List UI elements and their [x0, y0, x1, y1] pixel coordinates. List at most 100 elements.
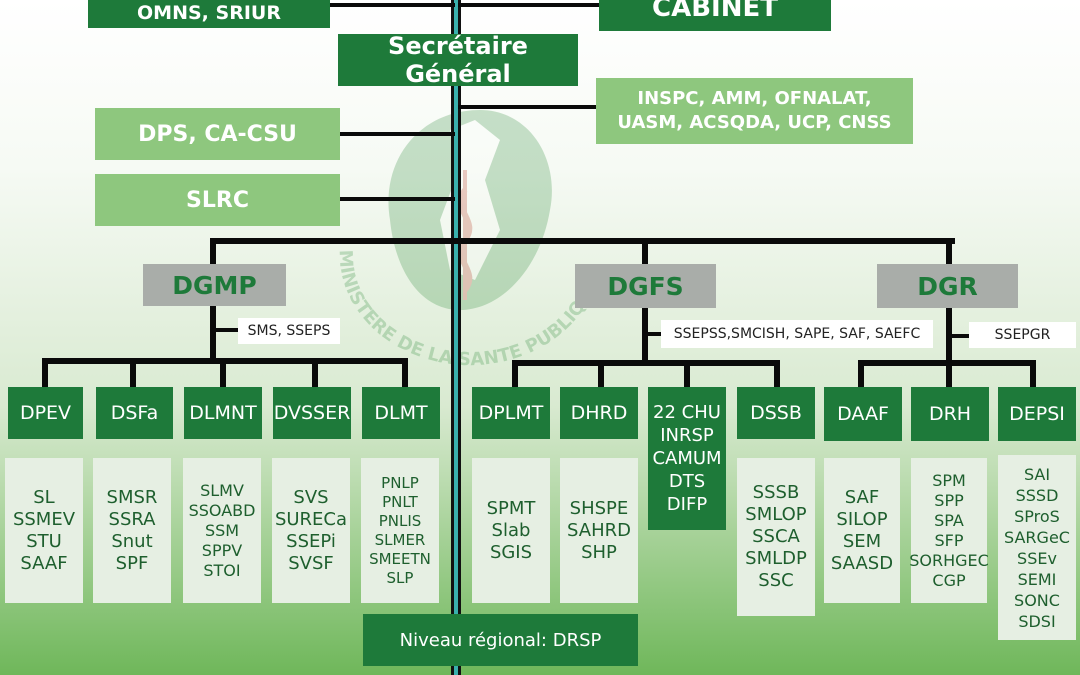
drop-drh — [946, 360, 952, 390]
dgr-service-connector — [952, 334, 970, 338]
drh-label: DRH — [928, 403, 972, 425]
dpev-units-text: SL SSMEV STU SAAF — [12, 486, 76, 574]
dgmp-label: DGMP — [172, 270, 257, 300]
drop-dpev — [42, 358, 48, 390]
dlmnt-box: DLMNT — [184, 387, 262, 439]
dgfs-label: DGFS — [607, 271, 684, 301]
dlmt-label: DLMT — [374, 402, 428, 424]
dhrd-units: SHSPE SAHRD SHP — [560, 458, 638, 603]
dgmp-services-label: SMS, SSEPS — [247, 323, 331, 339]
connector-slrc — [340, 197, 455, 201]
dgfs-services-box: SSEPSS,SMCISH, SAPE, SAF, SAEFC — [661, 320, 933, 348]
regional-label: Niveau régional: DRSP — [399, 629, 602, 651]
regional-box: Niveau régional: DRSP — [363, 614, 638, 666]
dplmt-box: DPLMT — [472, 387, 550, 439]
depsi-label: DEPSI — [1009, 403, 1065, 425]
dsfa-units-text: SMSR SSRA Snut SPF — [106, 486, 158, 574]
dpev-label: DPEV — [19, 402, 72, 424]
daaf-label: DAAF — [837, 403, 889, 425]
slrc-label: SLRC — [186, 187, 249, 213]
dgmp-services-box: SMS, SSEPS — [238, 318, 340, 344]
drh-box: DRH — [911, 387, 989, 441]
dlmt-units: PNLP PNLT PNLIS SLMER SMEETN SLP — [361, 458, 439, 603]
drop-depsi — [1030, 360, 1036, 390]
dssb-label: DSSB — [750, 402, 802, 424]
dplmt-units-text: SPMT Slab SGIS — [486, 497, 536, 563]
dplmt-units: SPMT Slab SGIS — [472, 458, 550, 603]
drop-dgfs — [642, 238, 648, 266]
daaf-units: SAF SILOP SEM SAASD — [824, 458, 900, 603]
dlmt-units-text: PNLP PNLT PNLIS SLMER SMEETN SLP — [369, 473, 431, 587]
cabinet-label: CABINET — [652, 0, 778, 23]
dgmp-service-connector — [216, 328, 238, 332]
dhrd-label: DHRD — [570, 402, 628, 424]
dvsser-units-text: SVS SURECa SSEPi SVSF — [274, 486, 348, 574]
drop-daaf — [858, 360, 864, 390]
dpev-box: DPEV — [8, 387, 83, 439]
secretary-general-box: Secrétaire Général — [338, 32, 578, 88]
cabinet-box: CABINET — [599, 0, 831, 31]
dvsser-box: DVSSER — [273, 387, 351, 439]
dvsser-label: DVSSER — [273, 402, 351, 424]
dlmnt-units: SLMV SSOABD SSM SPPV STOI — [183, 458, 261, 603]
dssb-units-text: SSSB SMLOP SSCA SMLDP SSC — [745, 482, 807, 591]
depsi-units: SAI SSSD SProS SARGeC SSEv SEMI SONC SDS… — [998, 455, 1076, 640]
dsfa-box: DSFa — [96, 387, 173, 439]
drop-dssb — [774, 360, 780, 390]
drop-dlmt — [402, 358, 408, 390]
dlmnt-label: DLMNT — [189, 402, 257, 424]
drop-dplmt — [512, 360, 518, 390]
drop-dlmnt — [220, 358, 226, 390]
dvsser-units: SVS SURECa SSEPi SVSF — [272, 458, 350, 603]
dps-label: DPS, CA-CSU — [138, 121, 297, 147]
depsi-units-text: SAI SSSD SProS SARGeC SSEv SEMI SONC SDS… — [1004, 464, 1070, 631]
dssb-units: SSSB SMLOP SSCA SMLDP SSC — [737, 458, 815, 616]
main-branch-bar — [210, 238, 955, 244]
dhrd-box: DHRD — [560, 387, 638, 439]
chu-box: 22 CHU INRSP CAMUM DTS DIFP — [648, 387, 726, 530]
dsfa-label: DSFa — [110, 402, 159, 424]
dlmt-box: DLMT — [362, 387, 440, 439]
daaf-box: DAAF — [824, 387, 902, 441]
connector-cabinet — [458, 3, 600, 7]
connector-dps — [340, 132, 455, 136]
secretary-general-label: Secrétaire Général — [388, 32, 528, 88]
dpev-units: SL SSMEV STU SAAF — [5, 458, 83, 603]
dgfs-stem — [642, 308, 648, 362]
dgr-services-label: SSEPGR — [994, 327, 1051, 343]
central-spine-core — [454, 0, 458, 675]
dgfs-sub-bar — [512, 360, 780, 366]
attached-right-label: INSPC, AMM, OFNALAT, UASM, ACSQDA, UCP, … — [617, 88, 892, 133]
drop-dvsser — [312, 358, 318, 390]
dgfs-box: DGFS — [575, 264, 716, 308]
dgr-label: DGR — [917, 271, 978, 301]
omns-label: OMNS, SRIUR — [137, 2, 281, 24]
drop-dhrd — [598, 360, 604, 390]
connector-attached-right — [458, 105, 598, 109]
dsfa-units: SMSR SSRA Snut SPF — [93, 458, 171, 603]
attached-right-box: INSPC, AMM, OFNALAT, UASM, ACSQDA, UCP, … — [596, 78, 913, 144]
dgr-stem — [946, 308, 952, 362]
dhrd-units-text: SHSPE SAHRD SHP — [567, 497, 631, 563]
chu-label: 22 CHU INRSP CAMUM DTS DIFP — [652, 402, 722, 515]
dgr-box: DGR — [877, 264, 1018, 308]
dgfs-service-connector — [648, 332, 662, 336]
drh-units: SPM SPP SPA SFP SORHGEC CGP — [909, 458, 989, 603]
drop-dgr — [946, 238, 952, 266]
dgmp-box: DGMP — [143, 264, 286, 306]
depsi-box: DEPSI — [998, 387, 1076, 441]
dplmt-label: DPLMT — [478, 402, 544, 424]
drh-units-text: SPM SPP SPA SFP SORHGEC CGP — [909, 470, 989, 590]
dgfs-services-label: SSEPSS,SMCISH, SAPE, SAF, SAEFC — [673, 326, 921, 342]
dgmp-stem — [210, 306, 216, 360]
drop-dsfa — [130, 358, 136, 390]
omns-box: OMNS, SRIUR — [88, 0, 330, 28]
drop-dgmp — [210, 238, 216, 266]
daaf-units-text: SAF SILOP SEM SAASD — [830, 486, 894, 574]
dgr-services-box: SSEPGR — [969, 322, 1076, 348]
dssb-box: DSSB — [737, 387, 815, 439]
dps-box: DPS, CA-CSU — [95, 108, 340, 160]
slrc-box: SLRC — [95, 174, 340, 226]
drop-chu — [684, 360, 690, 390]
connector-omns — [330, 3, 455, 7]
